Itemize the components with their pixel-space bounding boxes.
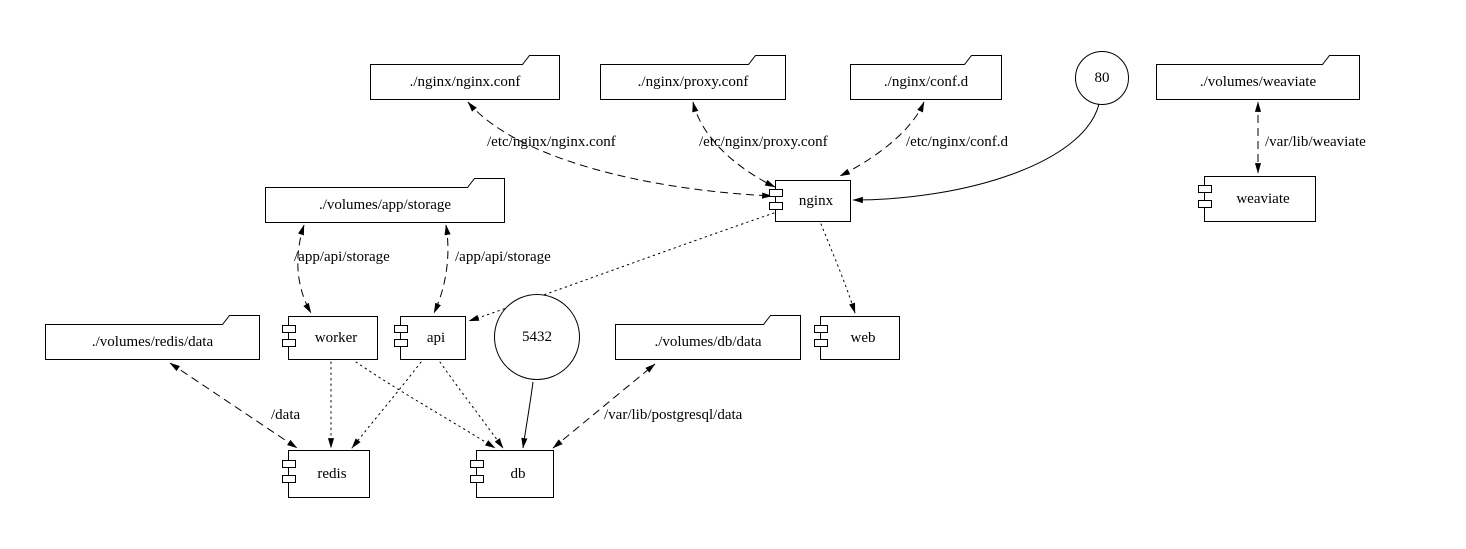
folder-icon [600,55,786,100]
service-label: api [426,329,446,346]
edge-label-nginx-conf-mount: /etc/nginx/nginx.conf [487,134,616,150]
edge-api-redis [351,361,422,449]
component-icon [1198,199,1212,208]
service-node-redis: redis [282,450,370,498]
volume-node-db-data: ./volumes/db/data [615,315,801,360]
component-icon [282,338,296,347]
component-icon [282,474,296,483]
edge-db-volume [552,363,656,449]
edge-label-weaviate-mount: /var/lib/weaviate [1265,134,1366,150]
service-label: nginx [798,192,834,209]
folder-icon [45,315,260,360]
port-node-80: 80 [1075,51,1129,105]
volume-node-redis-data: ./volumes/redis/data [45,315,260,360]
service-label: worker [314,329,358,346]
component-icon [470,459,484,468]
volume-label: ./volumes/db/data [654,333,762,350]
component-icon [282,459,296,468]
volume-label: ./nginx/conf.d [883,73,969,90]
folder-icon [370,55,560,100]
edge-api-db [439,361,504,449]
component-icon [814,324,828,333]
service-label: redis [317,465,347,482]
service-node-api: api [394,316,466,360]
service-node-nginx: nginx [769,180,851,222]
volume-node-confd: ./nginx/conf.d [850,55,1002,100]
edge-port80-nginx [852,103,1100,204]
service-label: weaviate [1236,190,1290,207]
port-label: 5432 [522,328,552,345]
port-node-5432: 5432 [494,294,580,380]
edge-nginx-proxyconf [692,101,776,188]
component-icon [282,324,296,333]
edge-label-api-storage-mount: /app/api/storage [455,249,551,265]
folder-icon [1156,55,1360,100]
volume-node-proxy-conf: ./nginx/proxy.conf [600,55,786,100]
service-label: web [850,329,876,346]
edge-api-appstorage [433,224,451,314]
volume-label: ./volumes/app/storage [318,196,452,213]
service-label: db [510,465,526,482]
folder-icon [265,178,505,223]
edge-label-worker-storage-mount: /app/api/storage [294,249,390,265]
edge-nginx-nginxconf [467,101,773,199]
component-icon [769,188,783,197]
edge-label-db-data-mount: /var/lib/postgresql/data [604,407,743,423]
volume-node-weaviate: ./volumes/weaviate [1156,55,1360,100]
component-icon [1198,185,1212,194]
component-icon [394,338,408,347]
volume-node-nginx-conf: ./nginx/nginx.conf [370,55,560,100]
edge-nginx-confd [839,101,925,177]
edge-nginx-web [820,223,856,314]
folder-icon [615,315,801,360]
edge-worker-appstorage [297,224,312,314]
volume-label: ./nginx/nginx.conf [409,73,521,90]
volume-node-app-storage: ./volumes/app/storage [265,178,505,223]
edge-port5432-db [521,381,534,449]
volume-label: ./volumes/weaviate [1199,73,1317,90]
edge-nginx-api [468,212,775,322]
service-node-db: db [470,450,554,498]
component-icon [470,474,484,483]
edge-label-proxy-conf-mount: /etc/nginx/proxy.conf [699,134,828,150]
edge-redis-volume [169,362,298,449]
edge-worker-db [355,361,496,449]
service-node-worker: worker [282,316,378,360]
volume-label: ./volumes/redis/data [91,333,214,350]
edge-label-redis-data-mount: /data [271,407,301,423]
service-node-web: web [814,316,900,360]
service-node-weaviate: weaviate [1198,176,1316,222]
volume-label: ./nginx/proxy.conf [637,73,749,90]
port-label: 80 [1094,69,1110,86]
component-icon [769,201,783,210]
component-icon [394,324,408,333]
component-icon [814,338,828,347]
folder-icon [850,55,1002,100]
edge-label-confd-mount: /etc/nginx/conf.d [906,134,1009,150]
